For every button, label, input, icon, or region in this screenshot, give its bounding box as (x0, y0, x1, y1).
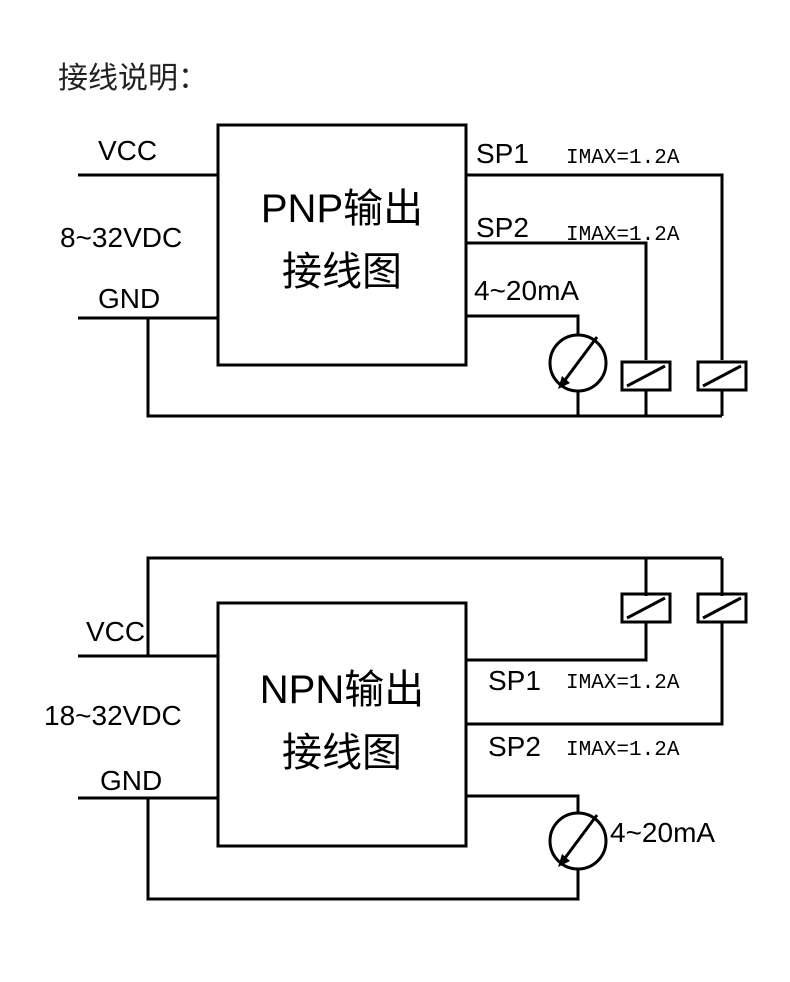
npn-module-box (216, 601, 468, 848)
pnp-ground-bus (146, 318, 722, 418)
pnp-vcc-label: VCC (98, 135, 157, 166)
npn-current-label: 4~20mA (610, 817, 715, 848)
pnp-title-line2: 接线图 (282, 250, 402, 294)
pnp-sp1-label: SP1 (476, 138, 529, 169)
npn-title-line2: 接线图 (282, 731, 402, 775)
page-heading: 接线说明： (58, 61, 208, 96)
pnp-gnd-label: GND (98, 283, 160, 314)
npn-current-wire (466, 794, 580, 813)
relay-coil-icon (620, 360, 672, 392)
npn-diagram: NPN输出 接线图 VCC 18~32VDC GND SP1 IMAX=1.2A… (44, 556, 748, 901)
pnp-module-box (216, 123, 468, 367)
npn-sp1-wire (466, 622, 648, 662)
npn-vcc-label: VCC (86, 616, 145, 647)
relay-coil-icon (696, 360, 748, 392)
npn-title-line1: NPN输出 (260, 668, 424, 712)
pnp-sp1-wire (466, 173, 724, 360)
npn-gnd-label: GND (100, 765, 162, 796)
pnp-current-wire (466, 314, 580, 335)
pnp-sp2-label: SP2 (476, 212, 529, 243)
pnp-current-label: 4~20mA (474, 275, 579, 306)
pnp-title-line1: PNP输出 (261, 187, 423, 231)
npn-supply-label: 18~32VDC (44, 700, 182, 731)
npn-sp2-wire (466, 622, 724, 726)
current-meter-icon (548, 333, 608, 393)
npn-sp2-imax: IMAX=1.2A (566, 739, 680, 762)
relay-coil-icon (696, 592, 748, 624)
npn-sp2-label: SP2 (488, 731, 541, 762)
npn-vcc-bus (146, 556, 722, 656)
pnp-sp2-wire (466, 241, 648, 360)
pnp-sp1-imax: IMAX=1.2A (566, 147, 680, 170)
pnp-supply-label: 8~32VDC (60, 222, 182, 253)
npn-ground-return (146, 798, 580, 901)
pnp-diagram: PNP输出 接线图 VCC 8~32VDC GND SP1 IMAX=1.2A … (60, 123, 748, 418)
relay-coil-icon (620, 592, 672, 624)
npn-sp1-label: SP1 (488, 665, 541, 696)
pnp-sp2-imax: IMAX=1.2A (566, 224, 680, 247)
current-meter-icon (548, 811, 608, 871)
npn-sp1-imax: IMAX=1.2A (566, 672, 680, 695)
